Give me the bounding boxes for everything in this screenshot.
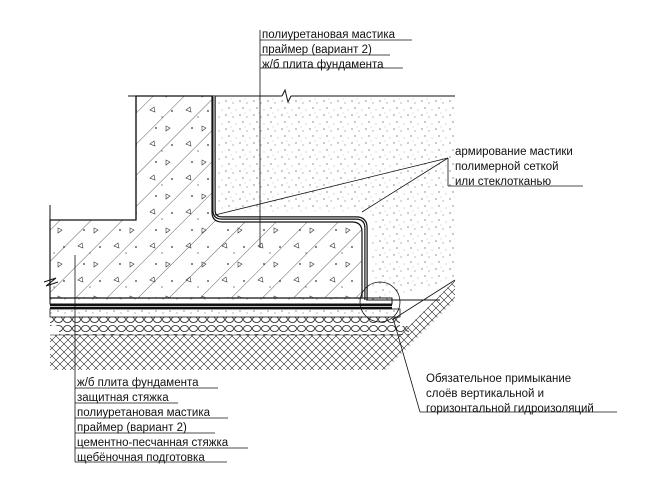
label-reinforcement-3: или стеклотканью (455, 176, 551, 188)
label-primer: праймер (вариант 2) (77, 422, 187, 434)
cement-sand-screed (49, 308, 401, 318)
concrete-slab (49, 95, 363, 299)
label-underlines (75, 39, 412, 449)
label-reinforcement-1: армирование мастики (455, 146, 573, 158)
label-junction-2: слоёв вертикальной и (426, 388, 544, 400)
protective-screed (49, 297, 393, 305)
soil-backfill (218, 98, 455, 300)
label-rc-slab: ж/б плита фундамента (77, 377, 199, 389)
bottom-right-label-block: Обязательное примыкание слоёв вертикальн… (426, 373, 594, 415)
ground-line (128, 88, 455, 220)
leader-lines (74, 30, 617, 463)
right-label-block: армирование мастики полимерной сеткой ил… (455, 146, 573, 188)
label-junction-3: горизонтальной гидроизоляций (426, 403, 594, 415)
label-polyurethane-mastic-top: полиуретановая мастика (262, 29, 396, 41)
bottom-left-label-block: ж/б плита фундамента защитная стяжка пол… (77, 377, 229, 464)
label-protective-screed: защитная стяжка (77, 392, 169, 404)
label-gravel-preparation: щебёночная подготовка (77, 452, 205, 464)
label-rc-slab-top: ж/б плита фундамента (262, 59, 384, 71)
top-label-block: полиуретановая мастика праймер (вариант … (262, 29, 396, 71)
label-primer-top: праймер (вариант 2) (262, 44, 372, 56)
label-reinforcement-2: полимерной сеткой (455, 161, 559, 173)
left-break-line (43, 205, 59, 298)
horizontal-membrane (50, 304, 392, 309)
junction-circle (359, 281, 401, 323)
gravel-preparation (50, 317, 409, 336)
label-junction-1: Обязательное примыкание (426, 373, 571, 385)
label-polyurethane-mastic: полиуретановая мастика (77, 407, 211, 419)
label-cement-sand-screed: цементно-песчанная стяжка (77, 437, 229, 449)
base-soil (50, 279, 456, 370)
